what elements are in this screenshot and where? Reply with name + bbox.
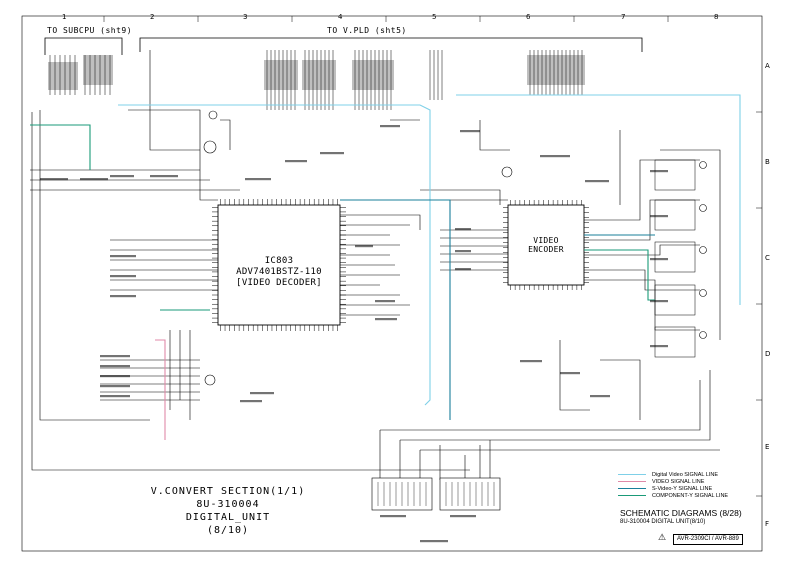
legend-label: VIDEO SIGNAL LINE [652,478,705,485]
grid-col-4: 4 [338,13,343,21]
encoder-body [507,204,585,286]
legend-swatch [618,474,646,475]
grid-row-c: C [765,254,770,262]
sheet-title: SCHEMATIC DIAGRAMS (8/28) [620,508,742,518]
signal-lines [30,94,741,440]
legend-swatch [618,488,646,489]
ic803-pins [212,199,346,331]
sheet-subtitle: 8U-310004 DIGITAL UNIT(8/10) [620,519,706,525]
section-title-line2: 8U-310004 [196,499,260,510]
grid-col-7: 7 [621,13,626,21]
legend-item-component: COMPONENT-Y SIGNAL LINE [618,492,758,499]
grid-row-d: D [765,350,771,358]
grid-col-6: 6 [526,13,531,21]
ic803-ref: IC803 [264,256,294,266]
transistors [203,110,513,386]
connector-pin-lines [377,482,495,506]
ic803-label: IC803 ADV7401BSTZ-110 [VIDEO DECODER] [218,256,340,289]
bottom-connectors [371,477,501,511]
warning-icon: ⚠ [658,532,667,542]
legend-label: S-Video-Y SIGNAL LINE [652,485,713,492]
grid-col-8: 8 [714,13,719,21]
signal-legend: Digital Video SIGNAL LINE VIDEO SIGNAL L… [618,471,758,499]
header-brackets [44,37,643,55]
legend-swatch [618,495,646,496]
encoder-pins [503,200,589,290]
output-jacks [699,161,707,339]
legend-item-video: VIDEO SIGNAL LINE [618,478,758,485]
grid-row-e: E [765,443,770,451]
section-title: V.CONVERT SECTION(1/1) 8U-310004 DIGITAL… [118,485,338,537]
grid-col-3: 3 [243,13,248,21]
legend-label: COMPONENT-Y SIGNAL LINE [652,492,729,499]
header-to-vpld: TO V.PLD (sht5) [327,26,407,35]
grid-row-f: F [765,520,770,528]
bus-wires-top [49,50,583,110]
header-to-subcpu: TO SUBCPU (sht9) [47,26,133,35]
wiring [30,50,721,480]
grid-ticks [103,16,762,497]
section-title-line1: V.CONVERT SECTION(1/1) [150,486,306,497]
section-title-line3: DIGITAL_UNIT [185,512,271,523]
grid-col-5: 5 [432,13,437,21]
legend-label: Digital Video SIGNAL LINE [652,471,719,478]
ic803-part: ADV7401BSTZ-110 [236,267,322,277]
encoder-line2: ENCODER [528,245,564,254]
grid-row-a: A [765,62,770,70]
grid-row-b: B [765,158,770,166]
ic803-body [217,204,341,326]
grid-col-2: 2 [150,13,155,21]
component-labels [40,125,668,543]
legend-item-svideo: S-Video-Y SIGNAL LINE [618,485,758,492]
grid-col-1: 1 [62,13,67,21]
section-title-line4: (8/10) [206,525,250,536]
encoder-label: VIDEO ENCODER [508,236,584,254]
legend-swatch [618,481,646,482]
encoder-line1: VIDEO [533,236,559,245]
connector-pins-top [48,55,585,90]
drawing-border [21,15,763,552]
legend-item-digital: Digital Video SIGNAL LINE [618,471,758,478]
model-box: AVR-2309CI / AVR-889 [673,534,743,545]
ic803-function: [VIDEO DECODER] [236,278,322,288]
